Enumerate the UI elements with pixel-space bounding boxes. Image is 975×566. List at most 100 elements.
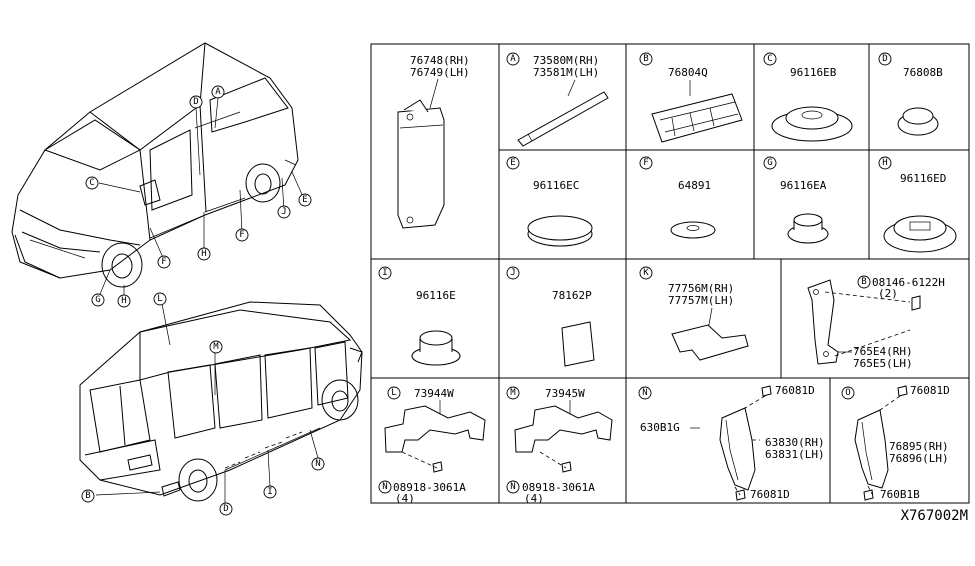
part-number: 73581M(LH) — [533, 66, 599, 79]
cell-f[interactable]: F 64891 — [639, 156, 716, 239]
cell-m[interactable]: M 73945W N 08918-3061A (4) — [506, 386, 613, 505]
cell-letter: N — [642, 388, 647, 398]
callout-f-icon[interactable]: F — [235, 228, 249, 242]
cell-e[interactable]: E 96116EC — [506, 156, 593, 247]
callout-h-icon[interactable]: H — [197, 247, 211, 261]
svg-text:E: E — [302, 195, 307, 205]
callout-a-icon[interactable]: A — [211, 85, 225, 99]
part-number: 76804Q — [668, 66, 708, 79]
cell-letter: B — [643, 54, 648, 64]
cell-c[interactable]: C 96116EB — [763, 52, 853, 142]
callout-c-icon[interactable]: C — [85, 176, 99, 190]
cell-letter: I — [382, 268, 387, 278]
cell-letter: M — [510, 388, 516, 398]
callout-f-icon[interactable]: F — [157, 255, 171, 269]
cell-main[interactable]: 76748(RH) 76749(LH) — [397, 54, 470, 229]
part-number: (2) — [878, 287, 898, 300]
part-number: 77757M(LH) — [668, 294, 734, 307]
part-number: 76808B — [903, 66, 943, 79]
parts-grid — [370, 43, 970, 504]
callout-n-icon[interactable]: N — [311, 457, 325, 471]
svg-text:J: J — [281, 207, 286, 217]
svg-text:I: I — [267, 487, 272, 497]
part-number: 64891 — [678, 179, 711, 192]
part-number: 73945W — [545, 387, 585, 400]
cell-letter: G — [767, 158, 772, 168]
part-number: 78162P — [552, 289, 592, 302]
van-front-view — [11, 42, 299, 288]
part-number: 76081D — [910, 384, 950, 397]
part-number: 76081D — [775, 384, 815, 397]
svg-text:A: A — [215, 87, 221, 97]
cell-d[interactable]: D 76808B — [878, 52, 943, 136]
svg-text:G: G — [95, 295, 100, 305]
part-number: 760B1B — [880, 488, 920, 501]
svg-text:F: F — [239, 230, 244, 240]
part-number: 76748(RH) — [410, 54, 470, 67]
part-number: 76081D — [750, 488, 790, 501]
callout-g-icon[interactable]: G — [91, 293, 105, 307]
part-number: 76895(RH) — [889, 440, 949, 453]
part-number: 76749(LH) — [410, 66, 470, 79]
cell-letter: C — [767, 54, 772, 64]
nut-prefix: N — [510, 482, 515, 492]
cell-letter: K — [643, 268, 649, 278]
callout-m-icon[interactable]: M — [209, 340, 223, 354]
part-number: 765E4(RH) — [853, 345, 913, 358]
cell-l[interactable]: L 73944W N 08918-3061A (4) — [378, 386, 486, 505]
callout-i-icon[interactable]: I — [263, 485, 277, 499]
van-front-callouts: A D C E J F H F G H — [85, 85, 312, 308]
cell-letter: F — [643, 158, 648, 168]
svg-text:L: L — [157, 294, 162, 304]
van-rear-callouts: L M N I D B — [81, 292, 325, 516]
part-number: 63830(RH) — [765, 436, 825, 449]
svg-text:N: N — [315, 459, 320, 469]
part-number: (4) — [524, 492, 544, 505]
cell-b[interactable]: B 76804Q — [639, 52, 743, 143]
van-rear-leaders — [95, 303, 319, 505]
svg-text:D: D — [223, 504, 228, 514]
part-number: 96116EA — [780, 179, 827, 192]
cell-letter: A — [510, 54, 516, 64]
cell-bracket[interactable]: B 08146-6122H (2) 765E4(RH) 765E5(LH) — [807, 275, 945, 370]
part-number: 96116ED — [900, 172, 946, 185]
callout-e-icon[interactable]: E — [298, 193, 312, 207]
nut-prefix: N — [382, 482, 387, 492]
part-number: 76896(LH) — [889, 452, 949, 465]
part-number: (4) — [395, 492, 415, 505]
callout-d-icon[interactable]: D — [189, 95, 203, 109]
cell-n[interactable]: N 76081D 630B1G 63830(RH) 63831(LH) 7608… — [638, 384, 825, 501]
cell-letter: O — [845, 388, 850, 398]
part-number: 73580M(RH) — [533, 54, 599, 67]
svg-text:H: H — [201, 249, 206, 259]
cell-letter: L — [391, 388, 396, 398]
svg-text:B: B — [85, 491, 90, 501]
cell-letter: E — [510, 158, 515, 168]
cell-i[interactable]: I 96116E — [378, 266, 461, 366]
cell-g[interactable]: G 96116EA — [763, 156, 829, 244]
part-number: 63831(LH) — [765, 448, 825, 461]
part-number: 77756M(RH) — [668, 282, 734, 295]
callout-b-icon[interactable]: B — [81, 489, 95, 503]
van-rear-view — [79, 301, 363, 502]
cell-k[interactable]: K 77756M(RH) 77757M(LH) — [639, 266, 749, 361]
cell-a[interactable]: A 73580M(RH) 73581M(LH) — [506, 52, 609, 147]
callout-j-icon[interactable]: J — [277, 205, 291, 219]
part-number: 08918-3061A — [393, 481, 466, 494]
part-number: 08918-3061A — [522, 481, 595, 494]
part-number: 96116E — [416, 289, 456, 302]
callout-h-icon[interactable]: H — [117, 294, 131, 308]
callout-l-icon[interactable]: L — [153, 292, 167, 306]
svg-text:F: F — [161, 257, 166, 267]
cell-letter: J — [510, 268, 515, 278]
part-number: 96116EC — [533, 179, 579, 192]
part-number: 73944W — [414, 387, 454, 400]
cell-o[interactable]: O 76081D 76895(RH) 76896(LH) 760B1B — [841, 384, 950, 501]
callout-d-icon[interactable]: D — [219, 502, 233, 516]
cell-letter: H — [882, 158, 887, 168]
cell-j[interactable]: J 78162P — [506, 266, 595, 367]
cell-h[interactable]: H 96116ED — [878, 156, 957, 253]
part-number: 96116EB — [790, 66, 837, 79]
part-number: 08146-6122H — [872, 276, 945, 289]
